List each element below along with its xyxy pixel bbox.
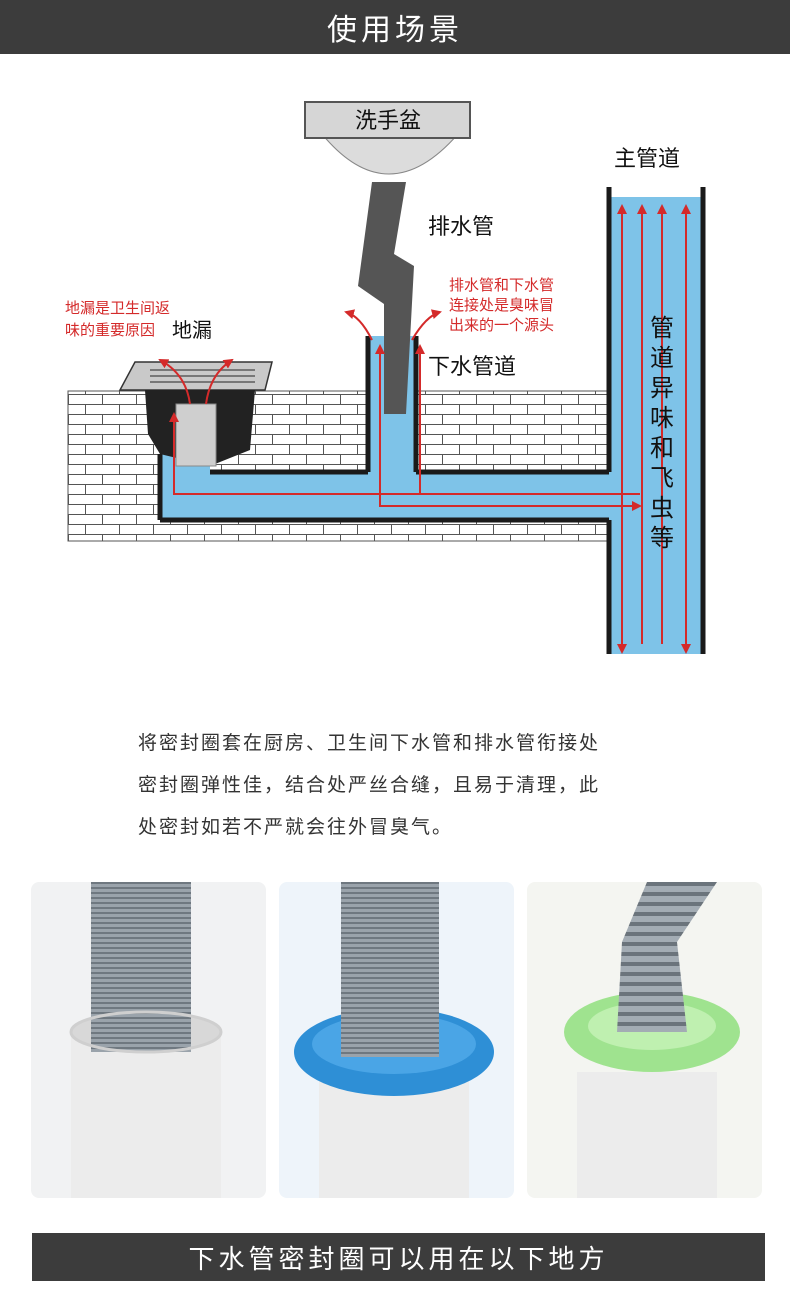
svg-text:等: 等 (650, 524, 674, 552)
description-line: 处密封如若不严就会往外冒臭气。 (138, 816, 454, 838)
drain-pipe-label: 排水管 (428, 215, 494, 240)
svg-text:道: 道 (650, 344, 674, 372)
section-title: 使用场景 (327, 13, 463, 48)
description-line: 将密封圈套在厨房、卫生间下水管和排水管衔接处 (138, 732, 601, 754)
main-pipe-note: 管 道 异 味 和 飞 虫 等 (650, 314, 674, 552)
section-title-banner: 使用场景 (0, 0, 790, 54)
product-photo-green-ring (527, 882, 762, 1198)
joint-note-line-1: 排水管和下水管 (449, 276, 554, 294)
drain-pipe (358, 182, 414, 414)
usage-title-banner: 下水管密封圈可以用在以下地方 (32, 1233, 765, 1281)
joint-note-line-2: 连接处是臭味冒 (449, 296, 554, 314)
svg-text:虫: 虫 (650, 494, 674, 522)
usage-title: 下水管密封圈可以用在以下地方 (188, 1244, 609, 1275)
pipe-walls (157, 187, 706, 654)
description: 将密封圈套在厨房、卫生间下水管和排水管衔接处 密封圈弹性佳，结合处严丝合缝，且易… (138, 722, 698, 848)
floor-drain-label: 地漏 (172, 318, 212, 342)
svg-text:异: 异 (650, 374, 674, 402)
product-photo-no-ring (31, 882, 266, 1198)
product-photo-blue-ring (279, 882, 514, 1198)
basin-label: 洗手盆 (355, 109, 421, 134)
description-line: 密封圈弹性佳，结合处严丝合缝，且易于清理，此 (138, 774, 601, 796)
svg-text:味: 味 (650, 404, 674, 432)
joint-note-line-3: 出来的一个源头 (449, 316, 554, 334)
drainage-diagram: 洗手盆 排水管 主管道 下水管道 地漏 地漏是卫生间返 味的重要原因 排水管和下… (65, 101, 706, 654)
svg-text:管: 管 (650, 314, 674, 342)
sewer-pipe-label: 下水管道 (428, 355, 516, 380)
odor-arrows (158, 204, 691, 654)
floor-drain-slots (150, 369, 255, 383)
svg-text:飞: 飞 (650, 464, 674, 492)
floor-drain-trap (175, 403, 217, 467)
main-pipe-label: 主管道 (614, 147, 680, 172)
floor-drain-note-line-2: 味的重要原因 (65, 321, 155, 339)
basin-bowl (320, 133, 460, 175)
basin-top (304, 101, 471, 139)
floor-drain-note-line-1: 地漏是卫生间返 (65, 299, 170, 317)
svg-text:和: 和 (650, 434, 674, 462)
